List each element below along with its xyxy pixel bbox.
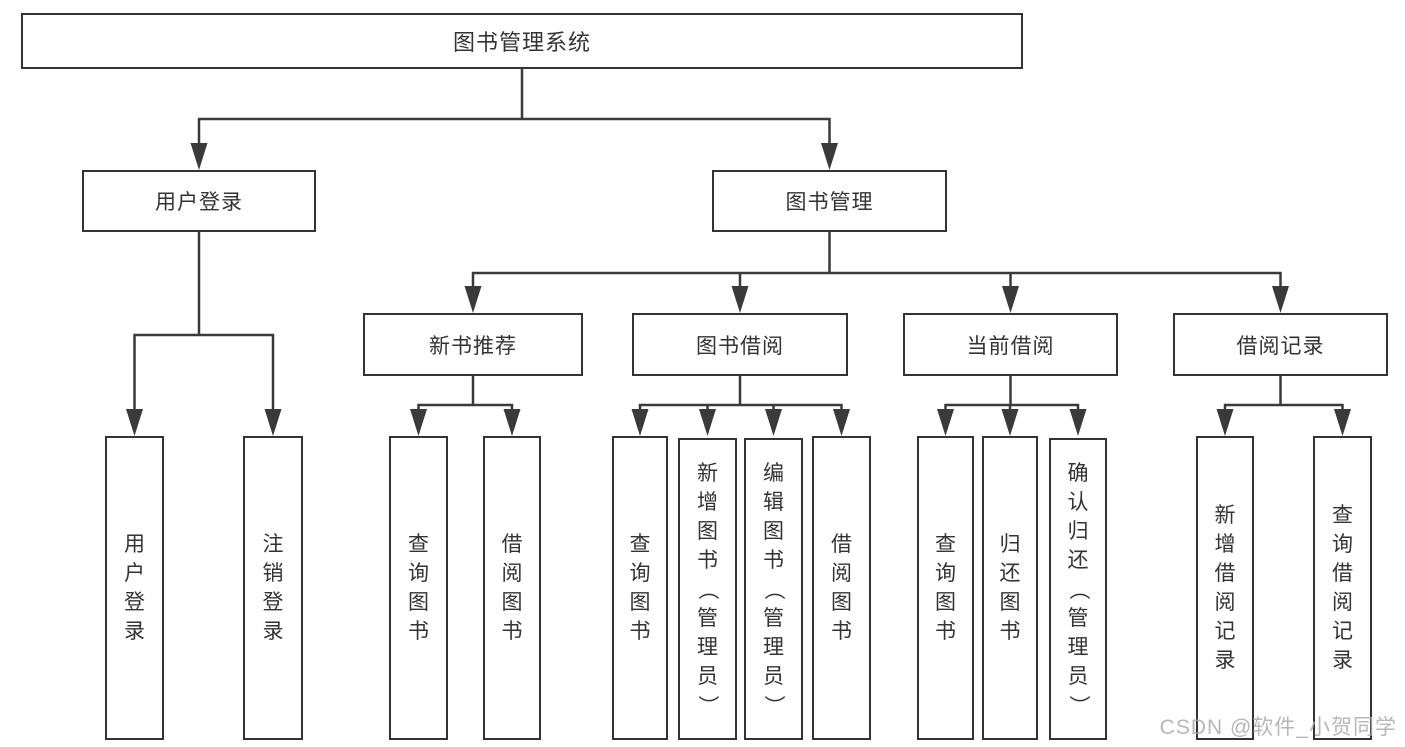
node-new-book-recommend: 新书推荐 [363, 313, 583, 376]
leaf-borrow-books-1: 借阅图书 [483, 436, 541, 740]
node-current-borrow: 当前借阅 [903, 313, 1118, 376]
arrow-down-icon [833, 409, 850, 436]
leaf-edit-book-admin: 编辑图书（管理员） [744, 438, 803, 740]
node-label: 借阅图书 [501, 533, 523, 643]
connector-root-level2 [197, 69, 831, 152]
node-label: 借阅记录 [1236, 334, 1325, 358]
node-borrow-records: 借阅记录 [1173, 313, 1388, 376]
arrow-down-icon [631, 409, 649, 436]
arrow-down-icon [190, 143, 208, 170]
leaf-user-login: 用户登录 [105, 436, 164, 740]
connector-user-login [133, 232, 275, 418]
connector-borrow [638, 376, 843, 418]
connector-book-mgmt [471, 232, 1282, 296]
leaf-borrow-books-2: 借阅图书 [812, 436, 871, 740]
leaf-query-books-1: 查询图书 [389, 436, 448, 740]
node-label: 查询图书 [629, 533, 651, 643]
arrow-down-icon [126, 409, 143, 436]
leaf-return-book: 归还图书 [982, 436, 1038, 740]
arrow-down-icon [1069, 409, 1087, 436]
connector-recommend [417, 376, 514, 418]
node-label: 用户登录 [155, 191, 243, 214]
node-label: 归还图书 [999, 533, 1021, 643]
node-label: 借阅图书 [831, 533, 852, 643]
arrow-down-icon [1272, 286, 1289, 313]
node-user-login: 用户登录 [82, 170, 316, 232]
csdn-watermark: CSDN @软件_小贺同学 [1159, 716, 1397, 739]
leaf-confirm-return-admin: 确认归还（管理员） [1049, 438, 1107, 740]
leaf-logout: 注销登录 [243, 436, 303, 740]
connector-records [1223, 376, 1344, 418]
arrow-down-icon [731, 286, 749, 313]
arrow-down-icon [1334, 409, 1351, 436]
arrow-down-icon [1216, 409, 1234, 436]
arrow-down-icon [937, 409, 954, 436]
leaf-query-borrow-record: 查询借阅记录 [1313, 436, 1372, 740]
arrow-down-icon [410, 409, 427, 436]
leaf-add-book-admin: 新增图书（管理员） [678, 438, 737, 740]
arrow-down-icon [264, 409, 282, 436]
arrow-down-icon [1002, 286, 1019, 313]
node-label: 新书推荐 [429, 334, 517, 358]
leaf-query-books-2: 查询图书 [612, 436, 668, 740]
node-label: 查询图书 [935, 533, 956, 643]
arrow-down-icon [464, 286, 482, 313]
node-library-system: 图书管理系统 [21, 13, 1023, 69]
node-label: 用户登录 [124, 533, 145, 643]
node-label: 图书管理系统 [452, 30, 591, 55]
node-label: 注销登录 [262, 533, 284, 643]
node-label: 图书管理 [785, 191, 874, 214]
arrow-down-icon [1001, 409, 1019, 436]
node-label: 查询借阅记录 [1332, 504, 1353, 672]
arrow-down-icon [503, 409, 521, 436]
node-label: 确认归还（管理员） [1066, 461, 1090, 716]
node-label: 编辑图书（管理员） [762, 461, 785, 716]
arrow-down-icon [699, 409, 716, 436]
arrow-down-icon [821, 143, 838, 170]
node-book-management: 图书管理 [712, 170, 947, 232]
node-label: 查询图书 [408, 533, 429, 643]
node-label: 新增图书（管理员） [696, 461, 719, 716]
leaf-query-books-3: 查询图书 [917, 436, 974, 740]
leaf-add-borrow-record: 新增借阅记录 [1196, 436, 1254, 740]
arrow-down-icon [765, 409, 782, 436]
node-label: 新增借阅记录 [1214, 504, 1236, 672]
node-book-borrow: 图书借阅 [632, 313, 848, 376]
node-label: 当前借阅 [966, 334, 1055, 358]
node-label: 图书借阅 [696, 334, 784, 358]
